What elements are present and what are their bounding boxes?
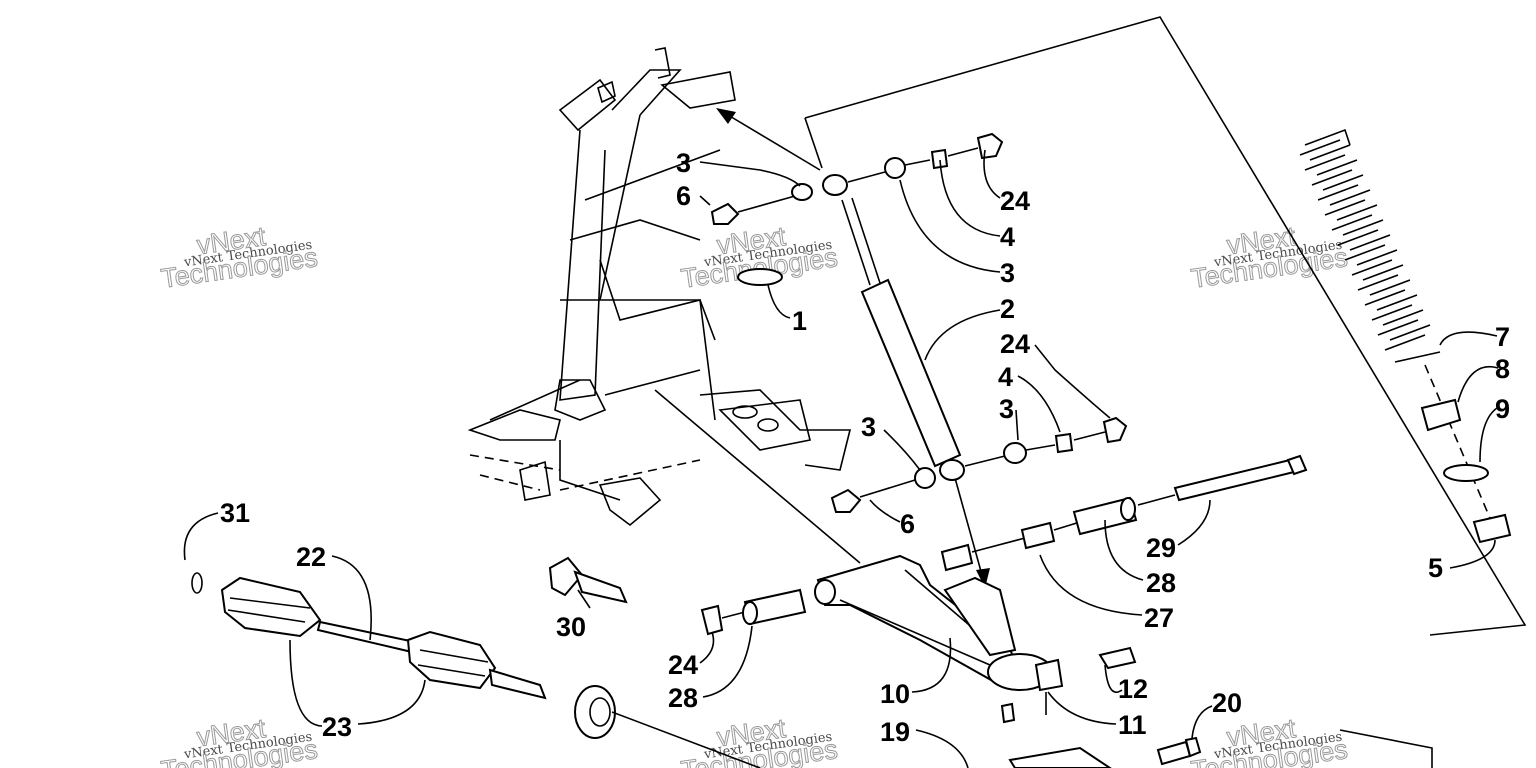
callout-4: 4	[1000, 222, 1015, 252]
callout-labels: 3 6 24 4 3 1 2 24 4 3 3 6 7 8 9 5 29 28 …	[220, 148, 1510, 747]
drive-axle	[191, 572, 761, 768]
callout-10: 10	[880, 679, 910, 709]
upper-shock-hardware	[710, 132, 1004, 225]
shock-panel-left-edge	[804, 117, 823, 169]
pivot-pin-part-30	[548, 556, 628, 604]
callout-3: 3	[999, 394, 1014, 424]
callout-31: 31	[220, 498, 250, 528]
callout-29: 29	[1146, 533, 1176, 563]
leader-lines	[183, 149, 1499, 768]
callout-4: 4	[998, 362, 1013, 392]
callout-3: 3	[861, 412, 876, 442]
callout-24: 24	[1000, 329, 1030, 359]
lower-parts	[1008, 736, 1202, 768]
watermark: vNext vNext Technologies Technologies	[159, 713, 320, 768]
watermark: vNext vNext Technologies Technologies	[1189, 221, 1350, 295]
callout-6: 6	[900, 509, 915, 539]
callout-23: 23	[322, 712, 352, 742]
callout-19: 19	[880, 717, 910, 747]
callout-20: 20	[1212, 688, 1242, 718]
callout-24: 24	[1000, 186, 1030, 216]
shock-absorber	[841, 197, 965, 481]
callout-1: 1	[792, 306, 807, 336]
lower-shock-hardware	[830, 416, 1128, 513]
callout-5: 5	[1428, 553, 1443, 583]
callout-3: 3	[676, 148, 691, 178]
watermark: vNext vNext Technologies Technologies	[679, 713, 840, 768]
callout-30: 30	[556, 612, 586, 642]
callout-11: 11	[1118, 710, 1147, 740]
spring-hardware	[1420, 398, 1512, 544]
callout-2: 2	[1000, 294, 1015, 324]
arrow-shock-to-arm	[954, 477, 990, 588]
frame	[467, 47, 852, 527]
callout-24: 24	[668, 650, 698, 680]
frame-to-arm-line	[654, 389, 861, 564]
watermark: vNext vNext Technologies Technologies	[1189, 713, 1350, 768]
callout-6: 6	[676, 181, 691, 211]
washer-part-1	[737, 268, 783, 286]
callout-28: 28	[1146, 568, 1176, 598]
watermark: vNext vNext Technologies Technologies	[159, 221, 320, 295]
callout-7: 7	[1495, 322, 1510, 352]
callout-12: 12	[1118, 674, 1148, 704]
callout-28: 28	[668, 683, 698, 713]
a-arm-assembly	[700, 454, 1308, 724]
shock-panel-outline	[804, 16, 1527, 636]
callout-9: 9	[1495, 394, 1510, 424]
callout-27: 27	[1144, 603, 1174, 633]
watermark: vNext vNext Technologies Technologies	[679, 221, 840, 295]
watermarks: vNext vNext Technologies Technologies vN…	[159, 221, 1350, 768]
arrow-shock-to-frame	[716, 108, 821, 171]
callout-22: 22	[296, 542, 326, 572]
callout-8: 8	[1495, 354, 1510, 384]
coil-spring	[1299, 128, 1496, 531]
callout-3: 3	[1000, 258, 1015, 288]
lower-panel-outline	[1339, 729, 1433, 768]
